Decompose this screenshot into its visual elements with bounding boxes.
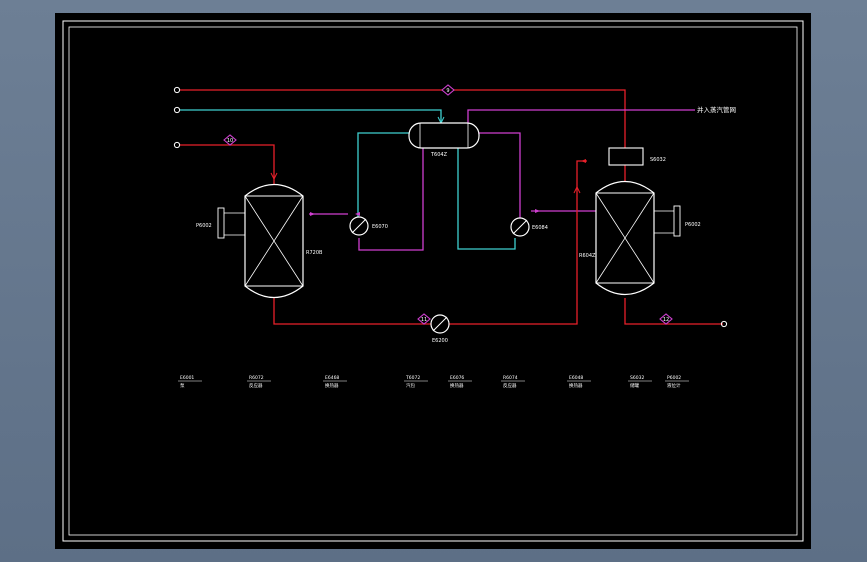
inlet-node-3[interactable] bbox=[173, 141, 181, 149]
outer-frame bbox=[62, 20, 804, 542]
process-flow-diagram: T604Z R720B R604Z S6032 E6070 bbox=[62, 20, 804, 542]
hx-bottom-tag: E6200 bbox=[432, 338, 448, 344]
right-column-tag: R604Z bbox=[579, 253, 596, 259]
svg-text:汽包: 汽包 bbox=[406, 382, 415, 389]
flow-arrow bbox=[535, 209, 540, 213]
svg-text:E6076: E6076 bbox=[450, 375, 464, 381]
pipe-cyan-left-down bbox=[357, 132, 409, 220]
gauge-right-tag: P6002 bbox=[685, 222, 701, 228]
pipe-magenta-left-return bbox=[358, 148, 424, 251]
svg-text:反应器: 反应器 bbox=[249, 382, 263, 389]
right-reactor-column[interactable] bbox=[595, 181, 655, 295]
pipe-cyan-right bbox=[457, 148, 516, 250]
pipe-magenta-steam bbox=[467, 109, 695, 123]
pipe-red-left-feed bbox=[179, 144, 275, 185]
gauge-left-tag: P6002 bbox=[196, 223, 212, 229]
svg-text:T6072: T6072 bbox=[405, 375, 420, 381]
left-reactor-column[interactable] bbox=[244, 184, 304, 298]
legend-item: P6002 液位计 bbox=[665, 375, 689, 389]
pipe-cyan-top bbox=[179, 109, 442, 123]
left-column-tag: R720B bbox=[306, 250, 323, 256]
svg-text:反应器: 反应器 bbox=[503, 382, 517, 389]
flow-arrow bbox=[355, 212, 360, 216]
pipe-red-outlet bbox=[624, 298, 723, 325]
level-gauge-left[interactable] bbox=[217, 207, 245, 239]
inner-frame bbox=[68, 26, 798, 536]
legend-item: R6074 反应器 bbox=[501, 375, 525, 389]
drum-tag: T604Z bbox=[430, 152, 448, 158]
hx-left-tag: E6070 bbox=[372, 224, 388, 230]
svg-text:S6032: S6032 bbox=[630, 375, 644, 381]
inlet-node-1[interactable] bbox=[173, 86, 181, 94]
pipe-red-top bbox=[179, 89, 626, 151]
top-box-tag: S6032 bbox=[650, 157, 666, 163]
svg-text:换热器: 换热器 bbox=[569, 382, 583, 389]
svg-text:泵: 泵 bbox=[180, 383, 185, 389]
stream-number-12[interactable]: 12 bbox=[659, 313, 673, 325]
inlet-node-2[interactable] bbox=[173, 106, 181, 114]
steam-network-annotation: 并入蒸汽管网 bbox=[697, 105, 736, 114]
svg-text:E6001: E6001 bbox=[180, 375, 194, 381]
legend-item: E6468 换热器 bbox=[323, 375, 347, 389]
svg-text:储罐: 储罐 bbox=[630, 382, 639, 389]
legend-item: E6048 换热器 bbox=[567, 375, 591, 389]
stream-number-10[interactable]: 10 bbox=[223, 134, 237, 146]
stream-number-11[interactable]: 11 bbox=[417, 313, 431, 325]
flow-arrow bbox=[270, 172, 278, 181]
svg-text:9: 9 bbox=[446, 88, 449, 94]
top-box-equipment[interactable] bbox=[608, 147, 644, 166]
stream-number-9[interactable]: 9 bbox=[441, 84, 455, 96]
svg-text:12: 12 bbox=[663, 317, 669, 323]
svg-text:换热器: 换热器 bbox=[450, 382, 464, 389]
pipe-magenta-right bbox=[479, 132, 521, 220]
svg-text:E6048: E6048 bbox=[569, 375, 583, 381]
level-gauge-right[interactable] bbox=[654, 205, 681, 237]
legend-item: R6072 反应器 bbox=[247, 375, 271, 389]
equipment-legend: E6001 泵 R6072 反应器 E6468 换热器 T6072 汽包 E60… bbox=[178, 375, 689, 389]
svg-text:R6072: R6072 bbox=[249, 375, 264, 381]
heat-exchanger-bottom[interactable] bbox=[430, 314, 450, 334]
outlet-node[interactable] bbox=[720, 320, 728, 328]
hx-right-tag: E6084 bbox=[532, 225, 548, 231]
legend-item: E6001 泵 bbox=[178, 375, 202, 389]
drawing-viewport[interactable]: T604Z R720B R604Z S6032 E6070 bbox=[55, 13, 811, 549]
heat-exchanger-left[interactable] bbox=[349, 216, 369, 236]
heat-exchanger-right[interactable] bbox=[510, 217, 530, 237]
svg-text:E6468: E6468 bbox=[325, 375, 339, 381]
svg-text:P6002: P6002 bbox=[667, 375, 681, 381]
legend-item: E6076 换热器 bbox=[448, 375, 472, 389]
svg-text:11: 11 bbox=[421, 317, 427, 323]
drum-vessel[interactable] bbox=[408, 122, 480, 149]
legend-item: S6032 储罐 bbox=[628, 375, 652, 389]
svg-text:10: 10 bbox=[227, 138, 233, 144]
flow-arrow bbox=[310, 212, 315, 216]
legend-item: T6072 汽包 bbox=[404, 375, 428, 389]
flow-arrow bbox=[581, 159, 586, 163]
svg-text:R6074: R6074 bbox=[503, 375, 518, 381]
pipe-red-bottom bbox=[273, 160, 587, 325]
svg-text:液位计: 液位计 bbox=[667, 382, 681, 389]
flow-arrow bbox=[573, 185, 581, 194]
svg-text:换热器: 换热器 bbox=[325, 382, 339, 389]
